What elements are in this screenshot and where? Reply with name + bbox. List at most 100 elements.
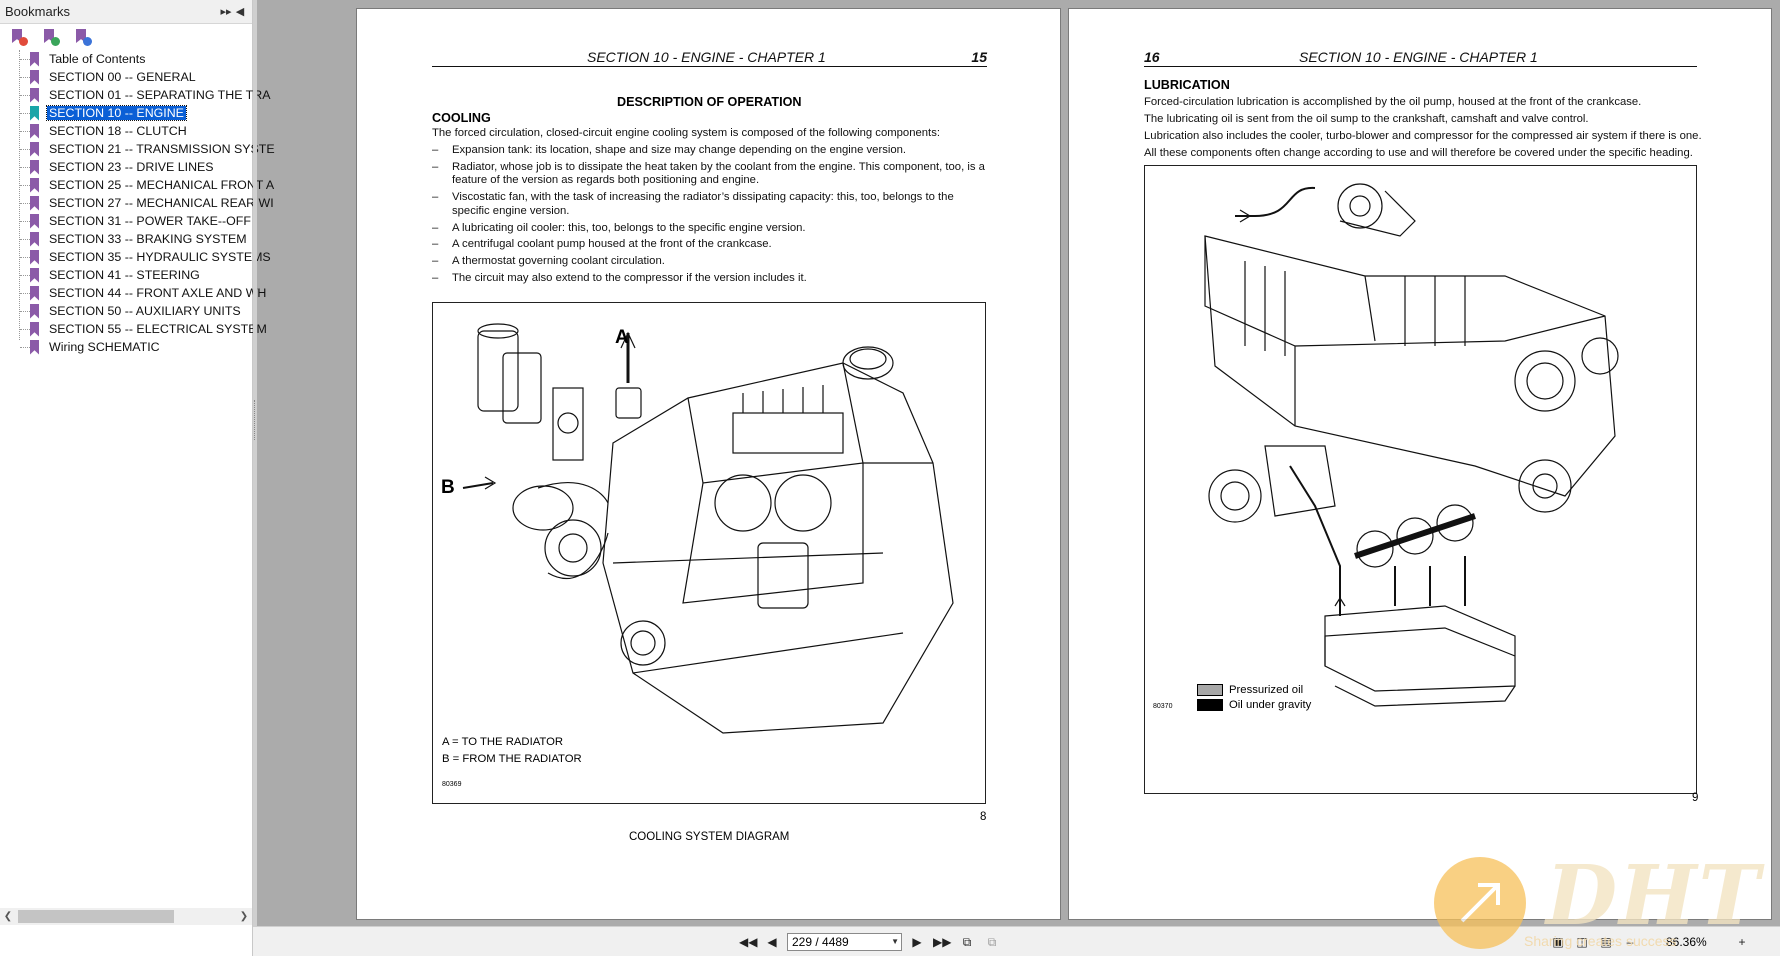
bookmark-label: SECTION 44 -- FRONT AXLE AND WH xyxy=(49,286,267,300)
bookmark-icon xyxy=(30,123,39,139)
bookmark-label: SECTION 50 -- AUXILIARY UNITS xyxy=(49,304,241,318)
list-item: –The circuit may also extend to the comp… xyxy=(432,272,807,285)
legend-b-text: B = FROM THE RADIATOR xyxy=(442,753,582,765)
bookmark-label: SECTION 33 -- BRAKING SYSTEM xyxy=(49,232,247,246)
list-item: –A thermostat governing coolant circulat… xyxy=(432,255,665,268)
sidebar-horizontal-scrollbar[interactable]: ❮ ❯ xyxy=(0,908,252,925)
bookmark-icon xyxy=(30,87,39,103)
paragraph: The lubricating oil is sent from the oil… xyxy=(1144,112,1589,125)
bookmark-label: SECTION 35 -- HYDRAULIC SYSTEMS xyxy=(49,250,271,264)
legend-gravity-text: Oil under gravity xyxy=(1229,699,1312,711)
bookmark-item[interactable]: SECTION 00 -- GENERAL xyxy=(8,68,253,86)
page-dropdown-icon[interactable]: ▼ xyxy=(891,937,899,946)
bookmark-item[interactable]: SECTION 50 -- AUXILIARY UNITS xyxy=(8,302,253,320)
bookmark-label: SECTION 41 -- STEERING xyxy=(49,268,200,282)
list-item-text: Viscostatic fan, with the task of increa… xyxy=(452,191,954,217)
cooling-body: The forced circulation, closed-circuit e… xyxy=(432,127,992,286)
header-section-title: SECTION 10 - ENGINE - CHAPTER 1 xyxy=(1299,49,1538,65)
collapse-panel-icon[interactable]: ◀ xyxy=(235,6,245,18)
document-page-15: SECTION 10 - ENGINE - CHAPTER 1 15 DESCR… xyxy=(356,8,1061,920)
bookmark-item[interactable]: SECTION 21 -- TRANSMISSION SYSTE xyxy=(8,140,275,158)
page-number-field[interactable]: 229 / 4489 ▼ xyxy=(787,933,902,951)
figure-label-b: B xyxy=(441,477,455,498)
bookmark-item[interactable]: SECTION 27 -- MECHANICAL REAR WI xyxy=(8,194,274,212)
paragraph: Forced-circulation lubrication is accomp… xyxy=(1144,96,1642,108)
bookmark-label: SECTION 10 -- ENGINE xyxy=(46,105,187,121)
lubrication-body: Forced-circulation lubrication is accomp… xyxy=(1144,94,1719,162)
list-item: –A lubricating oil cooler: this, too, be… xyxy=(432,221,806,234)
zoom-level[interactable]: 86.36% xyxy=(1666,935,1707,949)
bookmark-icon xyxy=(30,285,39,301)
cooling-intro: The forced circulation, closed-circuit e… xyxy=(432,127,940,139)
bookmark-item[interactable]: SECTION 23 -- DRIVE LINES xyxy=(8,158,253,176)
paragraph: All these components often change accord… xyxy=(1144,146,1693,159)
engine-lubrication-illustration xyxy=(1204,183,1619,707)
last-page-icon[interactable]: ▶▶ xyxy=(933,935,952,949)
bookmarks-toolbar xyxy=(0,24,252,50)
list-item-text: A thermostat governing coolant circulati… xyxy=(452,255,665,268)
bookmark-icon xyxy=(30,177,39,193)
bookmark-item[interactable]: SECTION 01 -- SEPARATING THE TRA xyxy=(8,86,270,104)
single-page-view-icon[interactable]: ▣ xyxy=(1552,935,1564,949)
bookmark-icon xyxy=(30,213,39,229)
bookmark-item[interactable]: SECTION 55 -- ELECTRICAL SYSTEM xyxy=(8,320,267,338)
bookmark-item[interactable]: SECTION 31 -- POWER TAKE--OFF xyxy=(8,212,253,230)
previous-page-icon[interactable]: ◀ xyxy=(767,935,777,949)
figure-code: 80370 xyxy=(1153,703,1173,710)
bookmark-expand-icon[interactable] xyxy=(42,28,60,46)
figure-code: 80369 xyxy=(442,781,462,788)
bookmark-label: SECTION 25 -- MECHANICAL FRONT A xyxy=(49,178,275,192)
expand-panel-icon[interactable]: ▸▸ xyxy=(220,6,232,18)
watermark-logo-icon xyxy=(1434,857,1526,949)
bookmark-item[interactable]: Wiring SCHEMATIC xyxy=(8,338,253,356)
paragraph: Lubrication also includes the cooler, tu… xyxy=(1144,129,1702,142)
go-forward-view-icon[interactable]: ⧉ xyxy=(987,935,997,949)
bookmark-delete-icon[interactable] xyxy=(10,28,28,46)
bookmark-item[interactable]: Table of Contents xyxy=(8,50,253,68)
list-item: –Expansion tank: its location, shape and… xyxy=(432,143,907,156)
list-item-text: A centrifugal coolant pump housed at the… xyxy=(452,238,772,251)
bookmark-item[interactable]: SECTION 10 -- ENGINE xyxy=(8,104,253,122)
bookmark-label: SECTION 27 -- MECHANICAL REAR WI xyxy=(49,196,274,210)
scroll-right-icon[interactable]: ❯ xyxy=(239,911,249,922)
two-page-view-icon[interactable]: ◫ xyxy=(1576,935,1588,949)
bookmark-icon xyxy=(30,231,39,247)
list-item: –Radiator, whose job is to dissipate the… xyxy=(432,161,992,189)
first-page-icon[interactable]: ◀◀ xyxy=(739,935,758,949)
bookmark-icon xyxy=(30,141,39,157)
figure-caption: COOLING SYSTEM DIAGRAM xyxy=(629,831,790,843)
bookmark-label: Wiring SCHEMATIC xyxy=(49,340,160,354)
scroll-thumb[interactable] xyxy=(18,910,174,923)
bookmark-item[interactable]: SECTION 25 -- MECHANICAL FRONT A xyxy=(8,176,274,194)
bookmark-collapse-icon[interactable] xyxy=(74,28,92,46)
next-page-icon[interactable]: ▶ xyxy=(912,935,922,949)
bookmarks-title: Bookmarks xyxy=(5,4,71,19)
bookmark-label: Table of Contents xyxy=(49,52,146,66)
scroll-left-icon[interactable]: ❮ xyxy=(3,911,13,922)
header-section-title: SECTION 10 - ENGINE - CHAPTER 1 xyxy=(587,49,826,65)
bookmark-icon xyxy=(30,51,39,67)
bookmark-item[interactable]: SECTION 33 -- BRAKING SYSTEM xyxy=(8,230,253,248)
zoom-in-icon[interactable]: + xyxy=(1738,935,1746,949)
bookmark-item[interactable]: SECTION 18 -- CLUTCH xyxy=(8,122,253,140)
section-heading: DESCRIPTION OF OPERATION xyxy=(617,95,802,109)
continuous-view-icon[interactable]: ▤ xyxy=(1600,935,1612,949)
bookmarks-header: Bookmarks ▸▸ ◀ xyxy=(0,0,252,24)
lubrication-figure: Pressurized oil Oil under gravity 80370 xyxy=(1144,165,1697,794)
list-item: –A centrifugal coolant pump housed at th… xyxy=(432,238,772,251)
bookmark-item[interactable]: SECTION 44 -- FRONT AXLE AND WH xyxy=(8,284,266,302)
go-back-view-icon[interactable]: ⧉ xyxy=(962,935,972,949)
panel-splitter[interactable] xyxy=(253,0,257,926)
header-page-number: 15 xyxy=(971,49,987,65)
zoom-out-icon[interactable]: – xyxy=(1626,935,1634,949)
list-item-text: Expansion tank: its location, shape and … xyxy=(452,143,907,156)
list-item: –Viscostatic fan, with the task of incre… xyxy=(432,191,992,219)
figure-number: 9 xyxy=(1692,792,1699,804)
bookmark-item[interactable]: SECTION 41 -- STEERING xyxy=(8,266,253,284)
legend-pressurized-text: Pressurized oil xyxy=(1229,684,1304,696)
bookmark-item[interactable]: SECTION 35 -- HYDRAULIC SYSTEMS xyxy=(8,248,271,266)
bookmark-icon xyxy=(30,195,39,211)
list-item-text: A lubricating oil cooler: this, too, bel… xyxy=(452,221,806,234)
